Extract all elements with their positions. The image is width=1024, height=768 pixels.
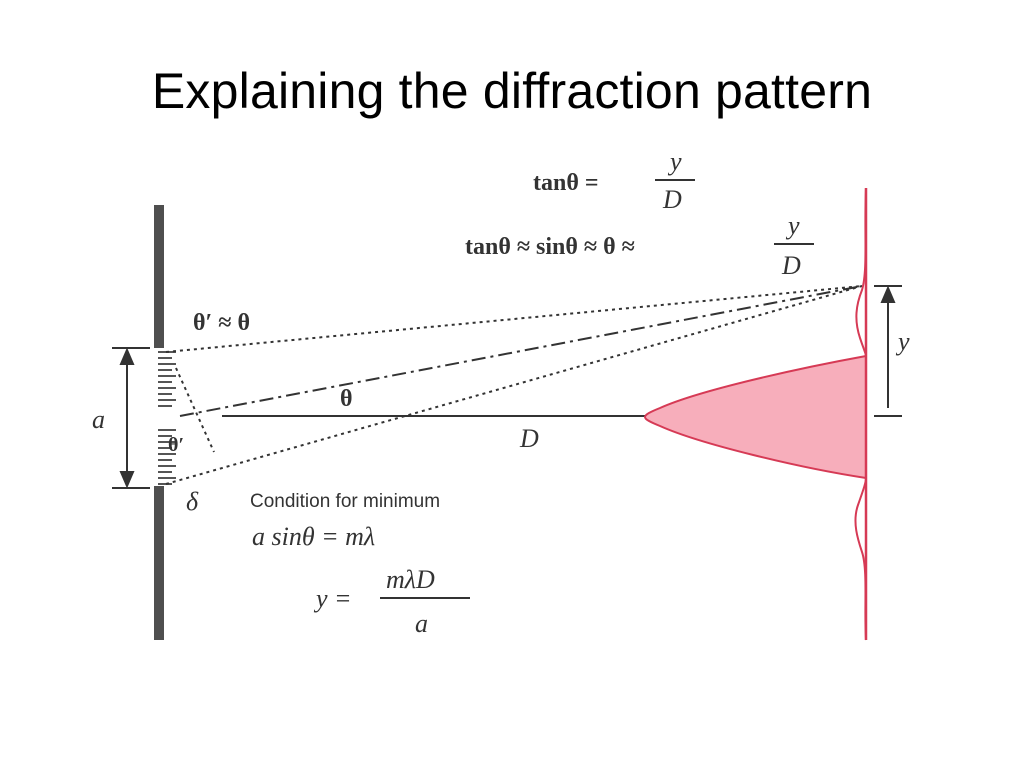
intensity-curve xyxy=(644,187,868,641)
tan-equation-lhs: tanθ = xyxy=(533,170,599,196)
tan-equation-denominator: D xyxy=(662,185,682,214)
theta-prime-equation: θ′ ≈ θ xyxy=(193,310,250,336)
barrier-bottom xyxy=(154,486,164,640)
barrier-top xyxy=(154,205,164,348)
condition-label: Condition for minimum xyxy=(250,491,440,512)
y-equation-denominator: a xyxy=(415,609,428,638)
distance-label: D xyxy=(519,424,539,453)
height-arrow xyxy=(874,285,902,417)
central-ray xyxy=(179,285,863,417)
slit-wavelets xyxy=(158,351,176,485)
slide-title: Explaining the diffraction pattern xyxy=(151,63,873,119)
y-equation-lhs: y = xyxy=(313,584,352,613)
intensity-fill xyxy=(645,356,866,478)
approx-equation-denominator: D xyxy=(781,251,801,280)
dotted-rays xyxy=(165,285,863,485)
angle-prime-label: θ′ xyxy=(168,434,184,456)
tan-equation-numerator: y xyxy=(667,147,682,176)
approx-equation-lhs: tanθ ≈ sinθ ≈ θ ≈ xyxy=(465,234,635,260)
slit-width-label: a xyxy=(92,405,105,434)
condition-equation: a sinθ = mλ xyxy=(252,522,375,551)
angle-label: θ xyxy=(340,386,353,412)
y-equation-numerator: mλD xyxy=(386,565,435,594)
path-difference-label: δ xyxy=(186,487,199,516)
height-label: y xyxy=(895,327,910,356)
approx-equation-numerator: y xyxy=(785,211,800,240)
slit-width-arrow xyxy=(112,347,150,489)
